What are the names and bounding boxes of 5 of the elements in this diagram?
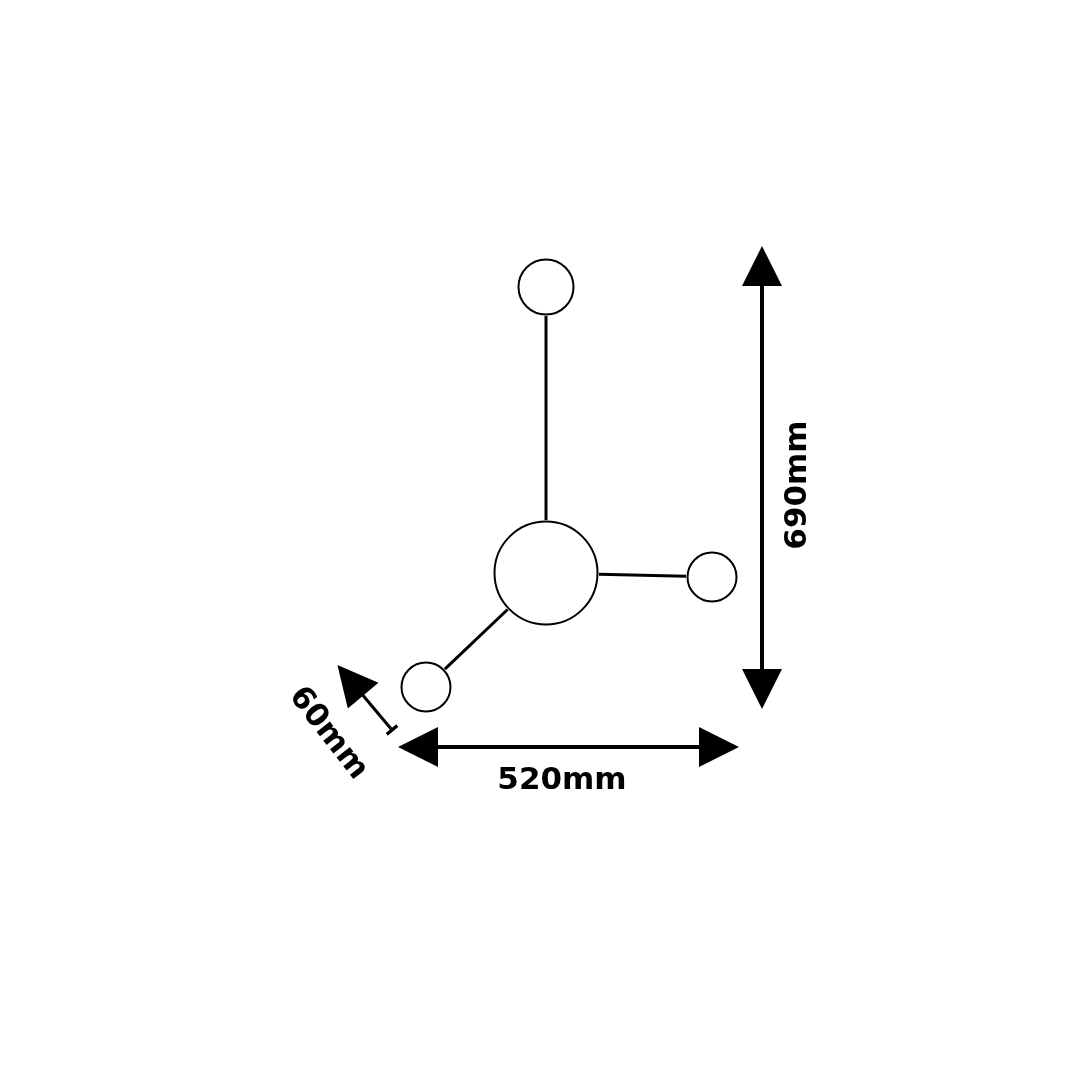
dimension-label: 520mm — [497, 762, 627, 794]
dimension-label: 690mm — [779, 420, 811, 550]
lamp-arm — [544, 316, 548, 520]
lamp-arm — [443, 608, 509, 671]
lamp-arm — [598, 572, 687, 578]
